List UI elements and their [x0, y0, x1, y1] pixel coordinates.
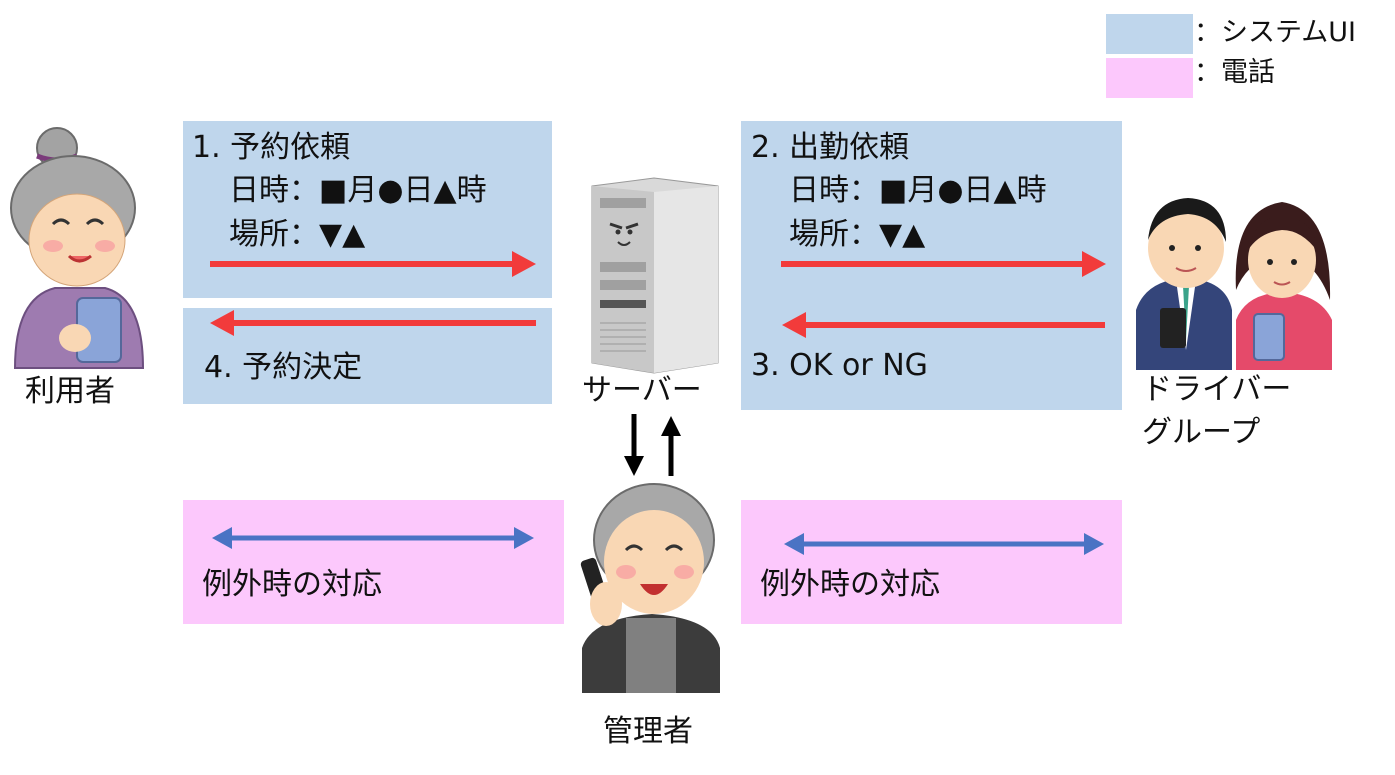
arrow-server-to-admin [624, 414, 644, 476]
exception-left-box [183, 500, 564, 624]
arrow-step1-right [210, 251, 536, 277]
arrow-exception-left [212, 527, 534, 549]
step1-title: 1. 予約依頼 [192, 130, 351, 165]
legend-swatch-system-ui [1106, 14, 1193, 54]
server-tower-icon [591, 177, 719, 374]
user-label: 利用者 [25, 374, 115, 409]
arrow-step4-left [210, 310, 536, 336]
elderly-man-on-phone-icon [580, 483, 720, 693]
step2-datetime: 日時：■月●日▲時 [789, 173, 1047, 208]
driver-label-line2: グループ [1142, 415, 1261, 450]
arrow-admin-to-server [661, 416, 681, 476]
step1-place: 場所：▼▲ [229, 217, 366, 252]
elderly-woman-with-smartphone-icon [10, 127, 145, 369]
arrow-step2-right [781, 251, 1106, 277]
legend-label-system-ui: ：システムUI [1194, 17, 1356, 48]
legend-swatch-phone [1106, 58, 1193, 98]
step4-title: 4. 予約決定 [204, 350, 363, 385]
step2-place: 場所：▼▲ [789, 217, 926, 252]
step2-title: 2. 出勤依頼 [751, 130, 910, 165]
admin-label: 管理者 [603, 714, 693, 749]
step1-datetime: 日時：■月●日▲時 [229, 173, 487, 208]
step3-title: 3. OK or NG [751, 348, 928, 383]
step1-box [183, 121, 552, 298]
exception-right-box [741, 500, 1122, 624]
arrow-step3-left [782, 312, 1105, 338]
driver-group-icon [1136, 198, 1332, 370]
server-label: サーバー [582, 373, 702, 408]
exception-left-label: 例外時の対応 [202, 567, 382, 602]
exception-right-label: 例外時の対応 [760, 567, 940, 602]
driver-label-line1: ドライバー [1142, 372, 1292, 407]
arrow-exception-right [784, 533, 1104, 555]
legend-label-phone: ：電話 [1194, 57, 1275, 88]
